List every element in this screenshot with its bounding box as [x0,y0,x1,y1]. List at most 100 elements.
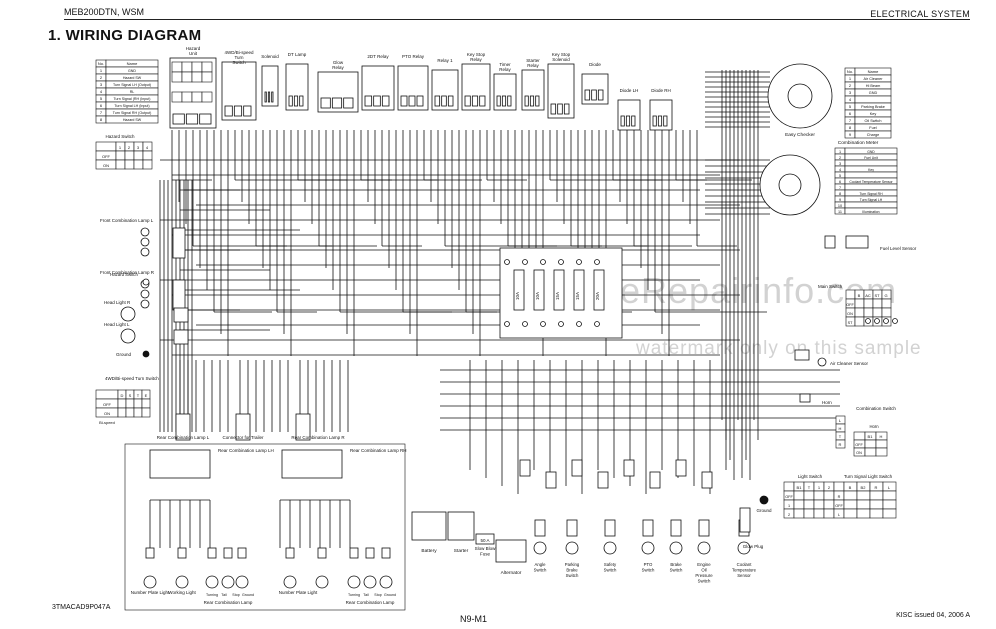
light-switch-col: T [808,485,811,490]
hazard-switch-col: 4 [146,145,149,150]
horn-switch-row: ON [856,451,862,455]
light-switch-row: OFF [785,495,793,499]
bottom-switch-label: Pressure [695,573,713,578]
table-row-number: 9 [839,198,841,202]
terminal-pin [343,97,354,109]
table-cell [125,407,135,418]
table-row-label: Turn Signal LH (Output) [113,83,151,87]
table-row-label: Hazard SW [123,118,142,122]
terminal-pin [652,115,657,127]
table-cell [813,508,825,519]
table-row-label: Key [870,112,877,116]
table-cell [141,407,151,418]
switch-connector [604,519,616,537]
lamp-connector [237,547,247,559]
horn-switch-col: H [880,434,883,439]
combination-meter-center [778,173,802,197]
horn-switch-row: OFF [855,443,863,447]
table-row-label: Turn Signal LH [860,198,883,202]
terminal-pin [620,115,625,127]
rear-combination-lamp-label: Rear Combination Lamp [346,600,395,605]
table-cell [856,508,871,519]
table-cell [133,150,144,161]
lamp-connector [172,227,186,259]
fuse-terminal [522,321,528,327]
combination-meter-label: Combination Meter [838,140,879,146]
table-row-number: 1 [839,150,841,154]
lamp-bulb [140,247,150,257]
turn-signal-col: R [875,485,878,490]
left-component-label: Front Combination Lamp L [100,218,154,223]
table-row-number: 8 [839,192,841,196]
terminal-pin [233,105,243,117]
table-cell [863,307,874,318]
terminal-pin [441,95,447,107]
table-cell [95,141,117,152]
slow-blow-fuse-label: Fuse [480,552,491,557]
top-component-label: Timer [499,62,511,67]
wire-network [149,70,840,548]
top-component-label: PTO Relay [402,54,425,59]
table-cell [869,490,884,501]
bottom-switch-label: Sensor [737,573,751,578]
hazard-switch-title: Hazard Switch [105,134,135,139]
sensor-connector [649,471,661,489]
terminal-pin [447,95,454,107]
table-row-number: 5 [849,104,852,109]
table-cell [863,298,874,309]
page-title: 1. WIRING DIAGRAM [48,27,202,44]
horn-switch-grid [853,431,888,457]
lamp-part-label: Turning [348,593,360,597]
table-cell [125,398,135,409]
table-row-number: 5 [839,174,841,178]
table-cell [201,91,213,103]
table-cell [813,499,825,510]
turn-signal-switch-title: Turn Signal Light Switch [844,474,893,479]
switch-body [697,541,711,555]
easy-checker-name-col [854,67,892,139]
table-cell [133,407,143,418]
terminal-pin [172,113,185,125]
light-switch-grid [793,481,835,519]
starter-label: Starter [454,548,469,554]
switch-connector [670,519,682,537]
bottom-switch-label: Engine [697,562,711,567]
terminal-pin [663,115,668,127]
lamp-connector [145,547,155,559]
lamp-part-label: Stop [374,593,381,597]
left-component-label: Front Combination Lamp R [100,270,155,275]
turn-switch-label: 4WD/Bi-speed Turn Switch [105,376,159,381]
lamp-bulb [140,299,150,309]
terminal-pin [288,95,293,107]
table-cell [813,490,825,501]
rear-lamp-r-label: Rear Combination Lamp R [291,435,345,440]
top-component-label: Unit [189,51,198,56]
fuse-element [593,269,605,311]
table-row-label: Turn Signal (RH (Input) [113,97,150,101]
table-cell [882,490,897,501]
fuse-terminal [576,259,582,265]
top-component-label: Key Stop [552,52,571,57]
bottom-ground-label: Ground [756,508,772,513]
top-component-label: Relay [470,57,482,62]
hazard-switch-row: OFF [102,154,111,159]
table-row-number: 8 [100,117,103,122]
table-row-number: 7 [100,110,103,115]
top-component-label: Glow [333,60,344,65]
fuse-rating: 15A [555,292,560,300]
lamp-bulb [140,289,150,299]
switch-connector [698,519,710,537]
rear-lamp-rh-box [281,449,343,479]
turn-signal-row: R [838,495,841,499]
light-switch-col: 2 [828,485,831,490]
terminal-pin [271,91,274,103]
table-cell [115,159,126,170]
top-component-label: Key Stop [467,52,486,57]
top-component-label: Relay [499,67,511,72]
table-row-label: Oil Switch [865,119,882,123]
table-cell [124,150,135,161]
table-row-number: 3 [839,162,841,166]
table-row-label: Hi Beam [866,84,881,88]
light-switch-rowhead [783,481,795,519]
table-cell [856,499,871,510]
